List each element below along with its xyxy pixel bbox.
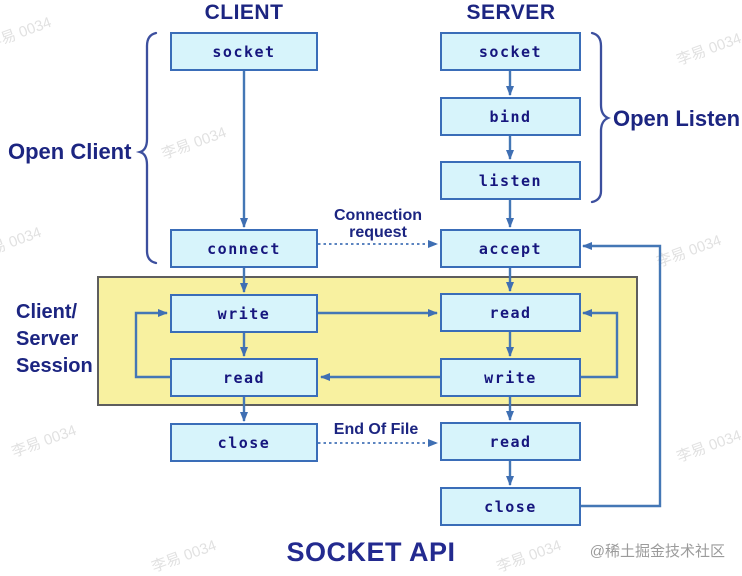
open-listen-label: Open Listen	[613, 106, 741, 131]
loop-server-close-to-accept	[580, 242, 662, 508]
node-server-close: close	[440, 487, 581, 526]
loop-client-read-to-write	[134, 309, 170, 379]
node-server-listen: listen	[440, 161, 581, 200]
connection-request-label: Connection request	[317, 207, 439, 241]
client-column-header: CLIENT	[204, 1, 284, 24]
server-column-header: SERVER	[466, 1, 556, 24]
connection-request-line2: request	[349, 224, 407, 241]
open-listen-brace	[590, 31, 611, 204]
node-client-socket: socket	[170, 32, 318, 71]
node-server-write: write	[440, 358, 581, 397]
session-label-line3: Session	[16, 355, 93, 377]
loop-server-write-to-read	[580, 309, 619, 379]
node-client-read: read	[170, 358, 318, 397]
node-server-read-1: read	[440, 293, 581, 332]
session-label-line2: Server	[16, 328, 79, 350]
node-server-accept: accept	[440, 229, 581, 268]
open-client-label: Open Client	[8, 139, 132, 164]
node-server-bind: bind	[440, 97, 581, 136]
client-server-session-label: Client/ Server Session	[16, 299, 93, 380]
open-client-brace	[135, 31, 158, 265]
diagram-title: SOCKET API	[286, 537, 456, 567]
session-label-line1: Client/	[16, 301, 78, 323]
node-client-close: close	[170, 423, 318, 462]
community-badge: @稀土掘金技术社区	[589, 543, 725, 560]
node-client-write: write	[170, 294, 318, 333]
node-client-connect: connect	[170, 229, 318, 268]
end-of-file-label: End Of File	[333, 421, 419, 438]
node-server-socket: socket	[440, 32, 581, 71]
node-server-read-2: read	[440, 422, 581, 461]
connection-request-line1: Connection	[334, 207, 422, 224]
